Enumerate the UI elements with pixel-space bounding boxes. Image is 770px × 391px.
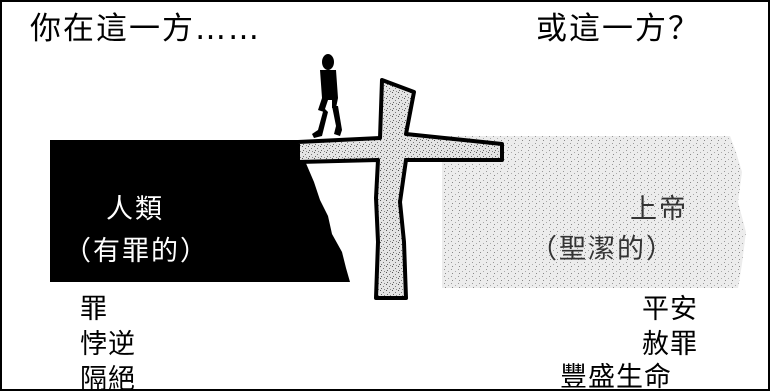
god-gift-abundant-life: 豐盛生命: [560, 362, 672, 391]
god-side-area: [442, 136, 746, 288]
god-subtitle: （聖潔的）: [530, 234, 675, 265]
human-state-sin: 罪: [80, 294, 108, 325]
human-cliff: [50, 140, 350, 282]
heading-that-side: 或這一方？: [536, 11, 701, 47]
human-state-separation: 隔絕: [80, 364, 136, 391]
human-title: 人類: [106, 194, 164, 225]
heading-this-side: 你在這一方……: [30, 11, 261, 47]
human-state-rebellion: 悖逆: [80, 329, 136, 360]
person-figure: [312, 54, 342, 138]
cross-bridge: [296, 78, 504, 300]
human-subtitle: （有罪的）: [64, 236, 209, 267]
god-gift-peace: 平安: [642, 294, 698, 325]
god-gift-forgiveness: 赦罪: [642, 329, 698, 360]
god-title: 上帝: [630, 194, 688, 225]
